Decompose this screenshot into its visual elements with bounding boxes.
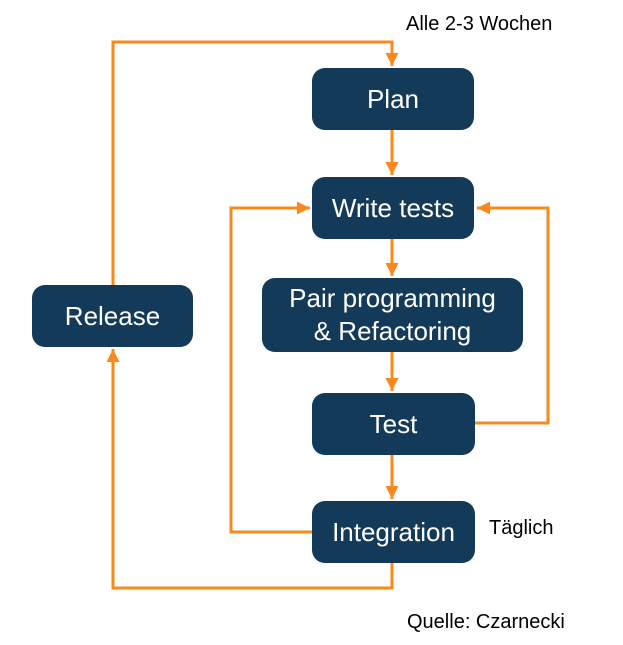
node-plan: Plan [312,68,474,130]
edge-integration-to-release [106,349,394,590]
edge-release-to-plan [111,40,399,285]
edge-test-back-to-write-tests [475,201,550,425]
node-write-tests-label: Write tests [331,192,455,223]
edge-integration-back-to-write-tests [229,201,312,534]
node-pair-programming-refactoring: Pair programming & Refactoring [262,278,523,352]
node-plan-label: Plan [366,83,420,114]
node-test-label: Test [369,408,418,439]
node-pair-label-line2: & Refactoring [313,316,472,346]
node-release: Release [32,285,193,347]
cycle-frequency-label: Alle 2-3 Wochen [406,13,553,35]
source-credit-label: Quelle: Czarnecki [407,611,565,633]
node-write-tests: Write tests [312,177,474,239]
node-integration: Integration [312,501,475,563]
node-test: Test [312,393,475,455]
node-pair-label-line1: Pair programming [289,283,496,313]
node-integration-label: Integration [332,516,455,547]
node-release-label: Release [64,300,161,331]
daily-frequency-label: Täglich [489,517,554,539]
